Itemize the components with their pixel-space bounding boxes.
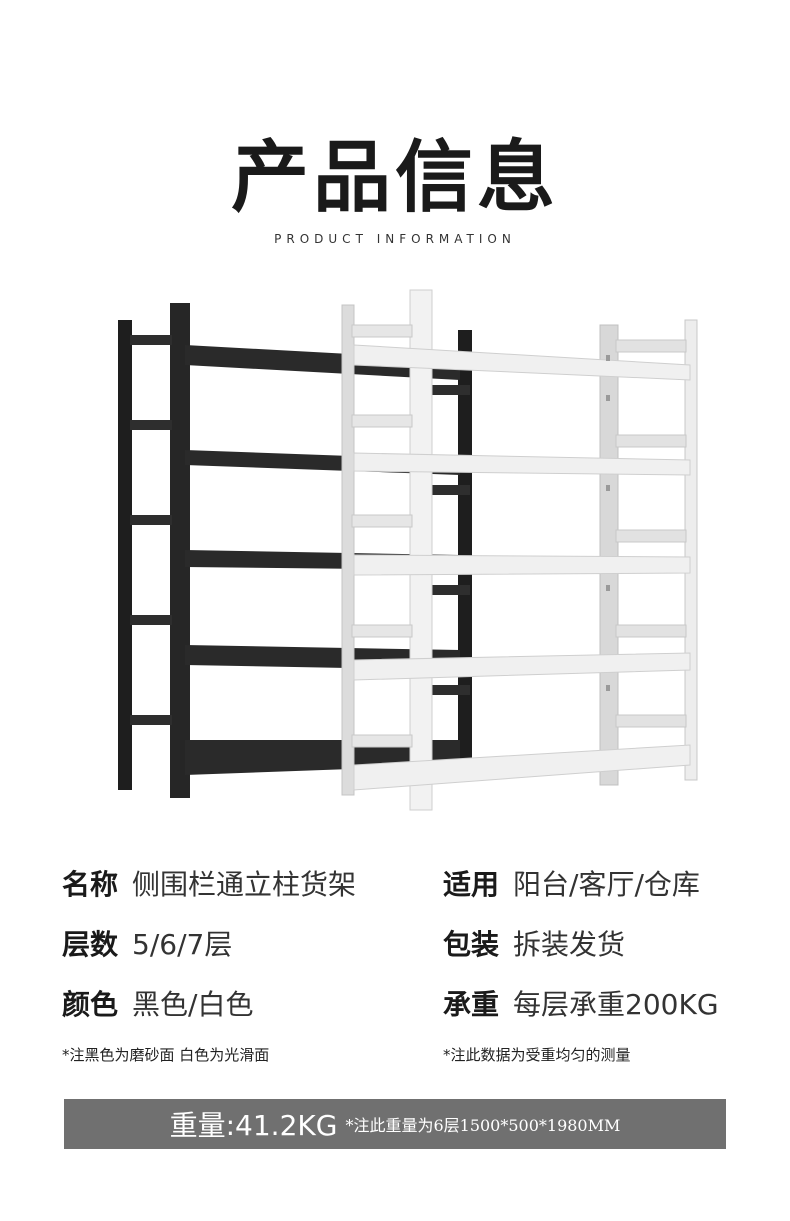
shelf-product-illustration: [118, 289, 698, 811]
spec-row-packaging: 包装拆装发货: [443, 925, 625, 965]
spec-value: 5/6/7层: [132, 928, 233, 961]
spec-value: 侧围栏通立柱货架: [132, 868, 357, 901]
spec-key: 名称: [62, 868, 119, 901]
spec-row-usage: 适用阳台/客厅/仓库: [443, 865, 700, 905]
spec-key: 层数: [62, 928, 119, 961]
spec-key: 颜色: [62, 988, 119, 1021]
page-subtitle: PRODUCT INFORMATION: [274, 232, 516, 246]
white-shelf: [341, 289, 698, 811]
weight-note: *注此重量为6层1500*500*1980MM: [345, 1116, 621, 1135]
spec-value: 黑色/白色: [132, 988, 254, 1021]
spec-key: 包装: [443, 928, 500, 961]
spec-key: 适用: [443, 868, 500, 901]
spec-row-load: 承重每层承重200KG: [443, 985, 719, 1025]
spec-row-layers: 层数 5/6/7层: [62, 925, 232, 965]
spec-row-color: 颜色黑色/白色: [62, 985, 253, 1025]
spec-key: 承重: [443, 988, 500, 1021]
load-note: *注此数据为受重均匀的测量: [443, 1046, 631, 1064]
spec-value: 拆装发货: [513, 928, 626, 961]
color-note: *注黑色为磨砂面 白色为光滑面: [62, 1046, 270, 1064]
spec-row-name: 名称侧围栏通立柱货架: [62, 865, 356, 905]
spec-value: 每层承重200KG: [513, 988, 719, 1021]
page-title: 产品信息: [230, 133, 559, 223]
weight-value: 重量:41.2KG: [169, 1109, 338, 1142]
weight-banner: 重量:41.2KG *注此重量为6层1500*500*1980MM: [64, 1099, 726, 1149]
spec-value: 阳台/客厅/仓库: [513, 868, 700, 901]
